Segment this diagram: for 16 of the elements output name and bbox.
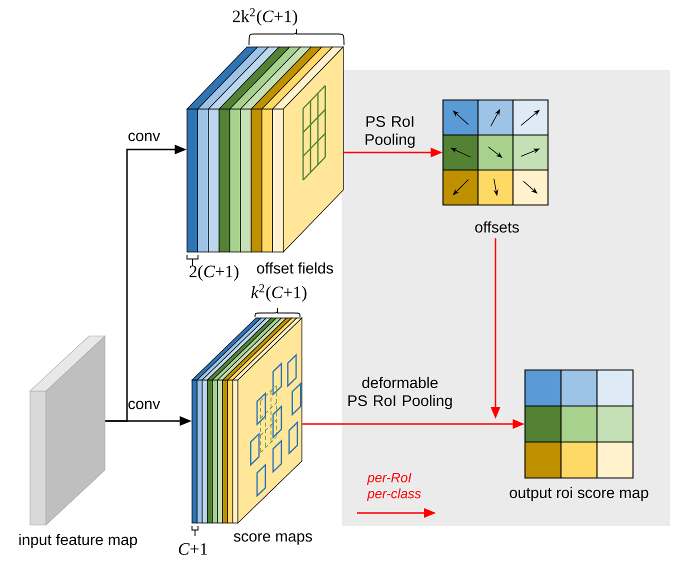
dimension-label: C+1 <box>178 543 208 555</box>
dimension-label: 2(C+1) <box>190 265 238 281</box>
node-label: output roi score map <box>510 486 648 502</box>
edge-label: conv <box>128 132 160 142</box>
node-label: score maps <box>234 533 312 545</box>
legend-label: per-RoI per-class <box>367 473 421 501</box>
node-label: input feature map <box>19 534 137 548</box>
edge-label: PS RoI Pooling <box>366 116 415 148</box>
dimension-label: k$^{2}$(C+1) <box>251 284 306 302</box>
dimension-label: 2k$^{2}$(C+1) <box>232 8 298 26</box>
offset-grid-drawing <box>442 99 549 206</box>
node-label: offsets <box>475 221 519 233</box>
score-grid-drawing <box>524 369 634 479</box>
node-label: offset fields <box>257 262 334 274</box>
edge-label: conv <box>128 400 160 410</box>
edge-label: deformable PS RoI Pooling <box>348 376 452 410</box>
